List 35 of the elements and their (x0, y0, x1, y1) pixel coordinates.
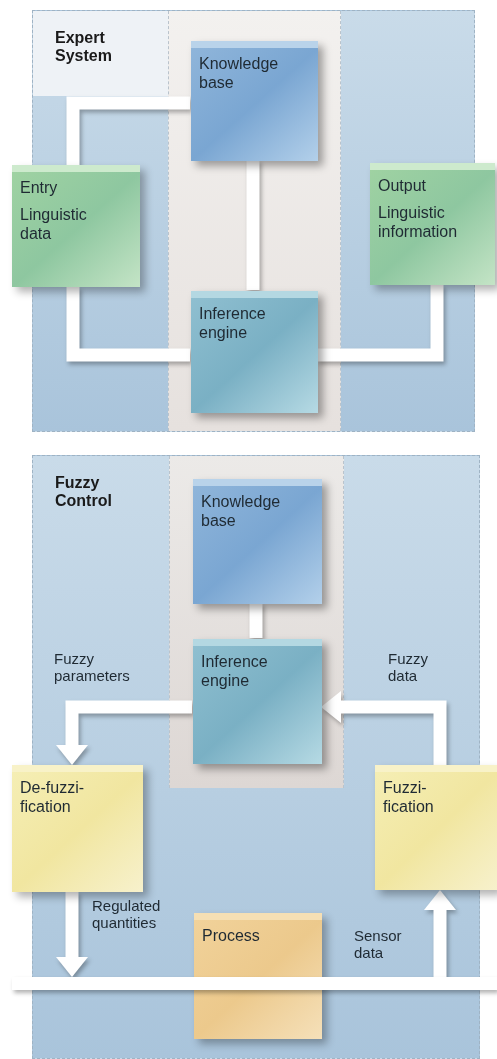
process-box (191, 41, 318, 161)
panel-title: Fuzzy Control (55, 474, 113, 510)
process-box (193, 479, 322, 604)
box-label: Inference engine (199, 304, 267, 342)
box-label: Output (378, 176, 428, 195)
connector (66, 96, 190, 165)
box-label: Entry (20, 178, 59, 197)
box-label: Knowledge base (201, 492, 282, 530)
process-box (12, 165, 140, 287)
arrow (56, 700, 192, 765)
process-box (191, 291, 318, 413)
edge-label: Fuzzy data (388, 650, 429, 684)
process-box (375, 765, 497, 890)
connector (66, 287, 190, 362)
box-label: De-fuzzi- fication (20, 778, 85, 816)
box-label: Linguistic data (20, 205, 88, 243)
connector (249, 603, 263, 638)
arrow (321, 691, 447, 765)
connector (246, 160, 260, 290)
signal-bar (12, 977, 497, 990)
process-box (193, 639, 322, 764)
arrow (424, 890, 456, 977)
box-label: Fuzzi- fication (383, 778, 435, 816)
process-box (370, 163, 495, 285)
box-label: Linguistic information (378, 203, 459, 241)
panel-title: Expert System (55, 29, 113, 65)
edge-label: Sensor data (354, 927, 403, 961)
edge-label: Regulated quantities (92, 897, 162, 931)
box-label: Process (202, 926, 261, 945)
connector (317, 285, 444, 362)
edge-label: Fuzzy parameters (54, 650, 131, 684)
arrow (56, 892, 88, 977)
process-box (12, 765, 143, 892)
box-label: Inference engine (201, 652, 269, 690)
box-label: Knowledge base (199, 54, 280, 92)
